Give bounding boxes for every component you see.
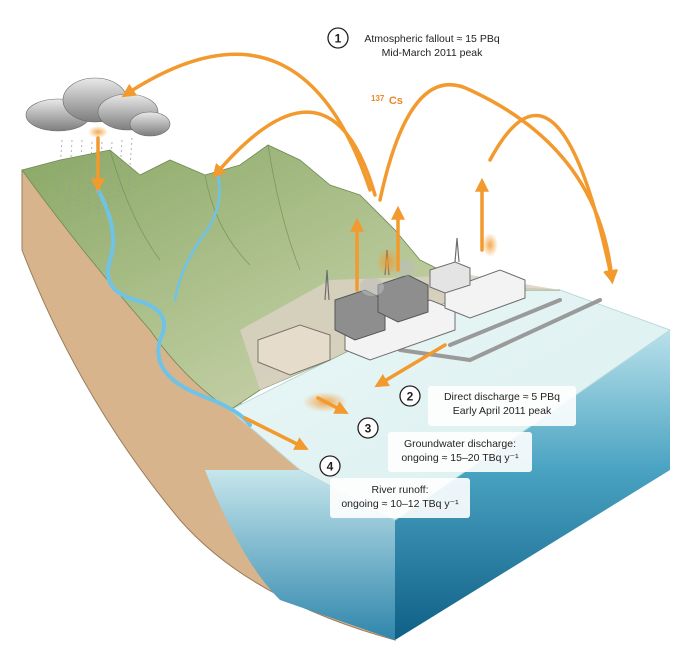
ocean-side-face [395,330,670,640]
plant-plume-2 [482,233,498,257]
pathway-1-number: 1 [335,32,342,46]
pathway-4-line1: River runoff: [372,484,429,496]
pathway-2-number: 2 [407,390,414,404]
pathway-1-label: 1 Atmospheric fallout ≈ 15 PBq Mid-March… [327,27,500,59]
transport-arrows [91,52,619,450]
pathway-1-line1: Atmospheric fallout ≈ 15 PBq [364,33,499,45]
pathway-3-label: 3 Groundwater discharge: ongoing ≈ 15–20… [357,417,532,472]
ridge-lines [109,144,301,271]
arrow-loop-small [488,114,617,285]
pathway-4-line2: ongoing ≈ 10–12 TBq y⁻¹ [341,498,459,510]
river-tributary [173,173,221,302]
arrow-direct-discharge [374,343,447,388]
rain-cloud [25,77,171,138]
land-surface [21,144,561,411]
arrow-groundwater [316,396,349,414]
pathway-4-number: 4 [327,460,334,474]
pathway-4-label: 4 River runoff: ongoing ≈ 10–12 TBq y⁻¹ [319,455,470,518]
pathway-3-number: 3 [365,422,372,436]
river [96,188,252,427]
pathway-2-line1: Direct discharge ≈ 5 PBq [444,391,560,403]
breakwater [398,298,602,363]
pathway-1-line2: Mid-March 2011 peak [382,47,484,59]
arrow-to-hills [212,110,377,197]
plant-plume [376,248,400,276]
power-plant [257,237,526,376]
arrow-river-runoff [243,416,309,450]
pathway-3-line2: ongoing ≈ 15–20 TBq y⁻¹ [401,452,519,464]
isotope-label: 137 Cs [371,88,403,107]
pathway-2-line2: Early April 2011 peak [453,405,552,417]
pathway-3-line1: Groundwater discharge: [404,438,516,450]
pathway-2-label: 2 Direct discharge ≈ 5 PBq Early April 2… [399,385,576,426]
